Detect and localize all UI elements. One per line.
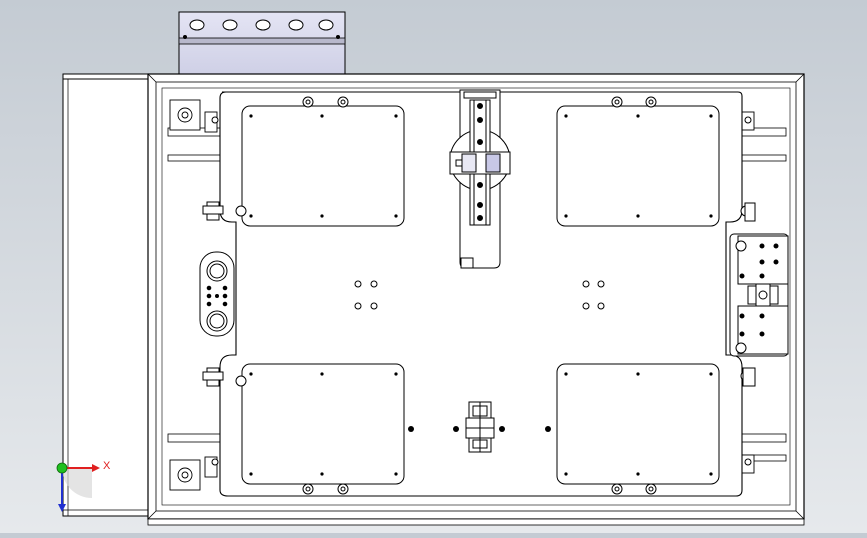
left-locator-pins [202, 201, 224, 387]
fixture-pads [241, 105, 720, 485]
fixture-pad-bottom-right [556, 363, 720, 485]
fixture-pad-top-right [556, 105, 720, 227]
x-axis-label: X [103, 460, 111, 472]
right-clamp-module [729, 202, 789, 387]
z-axis-origin [56, 462, 68, 474]
top-connector-block [178, 11, 346, 75]
bottom-center-clamp [465, 401, 495, 453]
fixture-pad-bottom-left [241, 363, 405, 485]
bottom-center-holes [408, 426, 551, 432]
left-oval-connector [199, 251, 235, 337]
center-hole-patterns [354, 280, 605, 310]
top-center-clamp [449, 89, 511, 269]
fixture-pad-top-left [241, 105, 405, 227]
coordinate-triad: X [56, 460, 111, 512]
pad-screw-holes [249, 114, 713, 476]
connector-holes [189, 19, 334, 31]
locating-holes [211, 96, 752, 495]
left-side-rail [62, 73, 149, 517]
